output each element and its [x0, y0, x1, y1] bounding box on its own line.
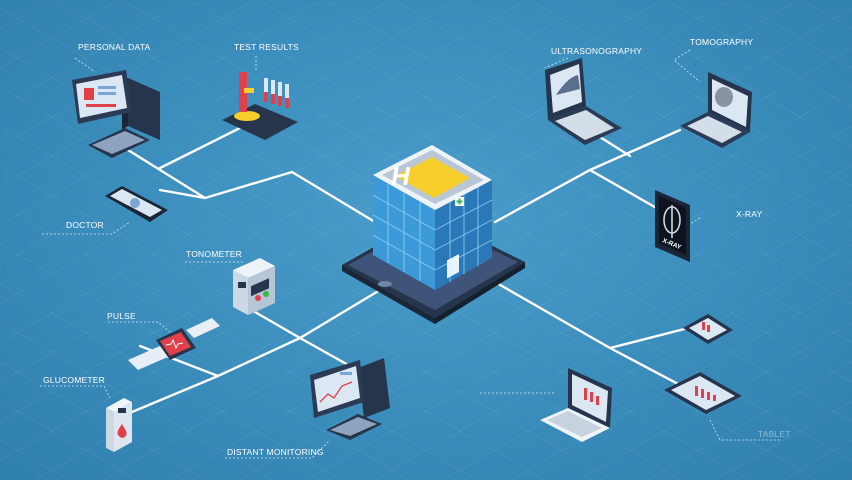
connector-xray: [588, 168, 662, 212]
smartphone-doctor-icon: [105, 186, 168, 222]
connector-test-results: [158, 122, 250, 170]
laptop-brain-scan-icon: [680, 72, 752, 148]
desktop-computer-icon: [72, 70, 160, 158]
connector-tablet: [608, 346, 682, 387]
desktop-monitoring-icon: [310, 358, 390, 440]
label-tonometer: TONOMETER: [186, 249, 242, 259]
label-tablet: TABLET: [758, 429, 791, 439]
microscope-test-tubes-icon: [222, 72, 298, 140]
label-personal-data: PERSONAL DATA: [78, 42, 151, 52]
glucometer-icon: [106, 398, 132, 452]
smartwatch-heart-icon: [128, 318, 220, 370]
smartphone-chart-icon: [683, 314, 733, 344]
connector-doctor: [158, 188, 207, 200]
label-test-results: TEST RESULTS: [234, 42, 299, 52]
label-xray: X-RAY: [736, 209, 763, 219]
label-tomography: TOMOGRAPHY: [690, 37, 754, 47]
tablet-chart-icon: [664, 372, 742, 414]
connector-glucometer: [130, 374, 220, 414]
xray-plate-icon: [655, 190, 690, 262]
label-glucometer: GLUCOMETER: [43, 375, 105, 385]
label-pulse: PULSE: [107, 311, 136, 321]
laptop-chart-icon: [540, 368, 612, 442]
building-door: [447, 253, 459, 279]
building-windows: [372, 184, 493, 282]
label-leaders: [40, 49, 780, 459]
connector-right-lower: [493, 280, 702, 350]
connector-monitoring: [298, 336, 352, 368]
connector-personal-data: [126, 148, 377, 224]
label-distant-monitoring: DISTANT MONITORING: [227, 447, 324, 457]
blood-pressure-monitor-icon: [233, 258, 275, 315]
laptop-ultrasound-icon: [545, 58, 622, 145]
label-doctor: DOCTOR: [66, 220, 104, 230]
label-ultrasonography: ULTRASONOGRAPHY: [551, 46, 643, 56]
connector-lines: [126, 122, 702, 414]
